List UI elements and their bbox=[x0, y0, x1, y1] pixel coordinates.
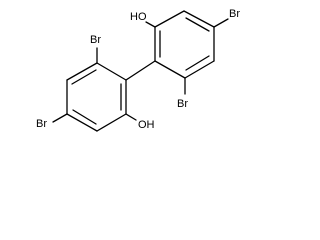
bromine-label: Br bbox=[90, 34, 101, 46]
bond bbox=[184, 60, 215, 79]
bond-double bbox=[72, 109, 97, 125]
bond-double bbox=[185, 55, 210, 71]
bond bbox=[183, 10, 215, 28]
atom-labels: HO Br Br Br Br OH bbox=[36, 8, 240, 131]
bromine-label: Br bbox=[177, 98, 188, 110]
bond-double bbox=[185, 17, 210, 32]
bond bbox=[96, 62, 127, 81]
structure-diagram: HO Br Br Br Br OH bbox=[36, 8, 240, 132]
bromine-label: Br bbox=[229, 8, 240, 20]
bromine-label: Br bbox=[36, 118, 47, 130]
bond bbox=[66, 62, 98, 81]
hydroxyl-label: HO bbox=[130, 11, 147, 23]
bond bbox=[66, 113, 98, 132]
bond bbox=[154, 10, 185, 28]
bond bbox=[96, 113, 127, 132]
bond bbox=[125, 60, 156, 81]
bond bbox=[213, 18, 229, 28]
hydroxyl-label: OH bbox=[138, 119, 155, 131]
bond bbox=[145, 21, 156, 28]
bond-double bbox=[71, 69, 97, 85]
bond bbox=[125, 113, 137, 121]
bond-lines bbox=[52, 10, 229, 132]
bond bbox=[52, 113, 68, 123]
bond bbox=[154, 60, 186, 79]
